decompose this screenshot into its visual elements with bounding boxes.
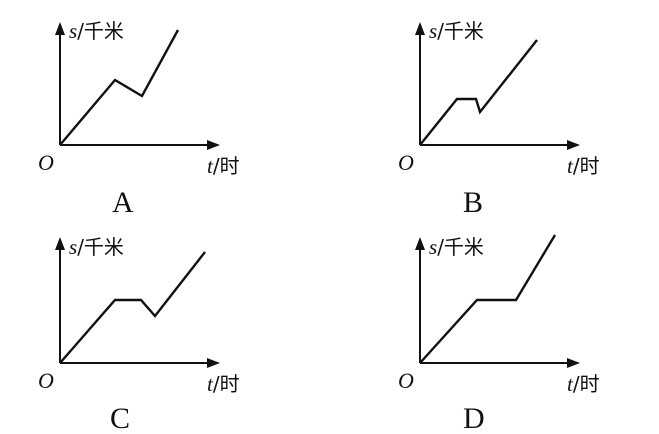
y-axis-label: s/千米: [429, 19, 484, 43]
x-axis-label: t/时: [207, 372, 240, 396]
x-axis-label: t/时: [207, 154, 240, 178]
y-axis-arrow: [55, 22, 65, 35]
x-axis-arrow: [207, 140, 220, 150]
x-axis-arrow: [567, 140, 580, 150]
x-axis-label: t/时: [567, 372, 600, 396]
option-label: A: [112, 186, 134, 219]
y-axis-arrow: [415, 22, 425, 35]
option-label: B: [463, 186, 483, 219]
origin-label: O: [38, 150, 54, 175]
distance-time-line: [59, 251, 206, 364]
graph-panel-d: s/千米 t/时 O D: [398, 234, 600, 434]
y-axis-label: s/千米: [429, 235, 484, 259]
origin-label: O: [38, 368, 54, 393]
y-axis-arrow: [55, 237, 65, 250]
x-axis-arrow: [567, 358, 580, 368]
y-axis-arrow: [415, 237, 425, 250]
distance-time-line: [419, 234, 557, 364]
option-label: D: [463, 402, 485, 434]
graph-panel-b: s/千米 t/时 O B: [398, 19, 600, 219]
y-axis-label: s/千米: [69, 19, 124, 43]
distance-time-line: [419, 39, 538, 146]
origin-label: O: [398, 150, 414, 175]
option-label: C: [110, 402, 130, 434]
graph-panel-c: s/千米 t/时 O C: [38, 235, 240, 434]
x-axis-arrow: [207, 358, 220, 368]
y-axis-label: s/千米: [69, 235, 124, 259]
origin-label: O: [398, 368, 414, 393]
graph-panel-a: s/千米 t/时 O A: [38, 19, 240, 219]
distance-time-line: [59, 29, 180, 146]
x-axis-label: t/时: [567, 154, 600, 178]
